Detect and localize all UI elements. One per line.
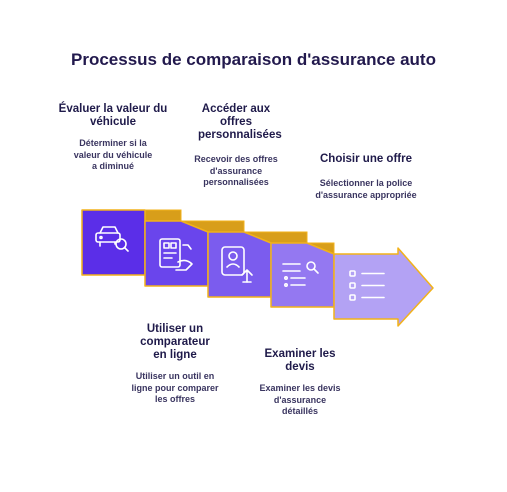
- profile-upload-icon: [221, 246, 253, 283]
- step-5-label: Choisir une offre Sélectionner la police…: [313, 153, 419, 201]
- page-title: Processus de comparaison d'assurance aut…: [71, 50, 436, 69]
- step-2-block: [144, 220, 245, 287]
- step-4-label: Examiner les devis Examiner les devis d'…: [250, 348, 350, 418]
- step-5-block: [333, 247, 434, 327]
- step-3-description: Recevoir des offres d'assurance personna…: [194, 154, 278, 187]
- step-4-heading: Examiner les devis: [264, 348, 336, 373]
- step-2-heading: Utiliser un comparateur en ligne: [140, 323, 210, 361]
- step-1-heading: Évaluer la valeur du véhicule: [58, 103, 168, 128]
- car-search-icon: [95, 226, 129, 252]
- step-3-label: Accéder aux offres personnalisées Recevo…: [186, 103, 286, 189]
- step-5-description: Sélectionner la police d'assurance appro…: [315, 178, 417, 200]
- step-4-block: [270, 242, 335, 308]
- list-search-icon: [282, 261, 319, 287]
- checklist-icon: [349, 270, 385, 301]
- step-2-label: Utiliser un comparateur en ligne Utilise…: [125, 323, 225, 406]
- calculator-hand-icon: [159, 238, 193, 271]
- step-1-label: Évaluer la valeur du véhicule Déterminer…: [58, 103, 168, 173]
- step-3-heading: Accéder aux offres personnalisées: [198, 103, 282, 141]
- step-4-description: Examiner les devis d'assurance détaillés: [259, 383, 341, 416]
- step-2-description: Utiliser un outil en ligne pour comparer…: [131, 371, 219, 404]
- step-1-description: Déterminer si la valeur du véhicule a di…: [73, 138, 153, 171]
- step-5-heading: Choisir une offre: [319, 153, 412, 165]
